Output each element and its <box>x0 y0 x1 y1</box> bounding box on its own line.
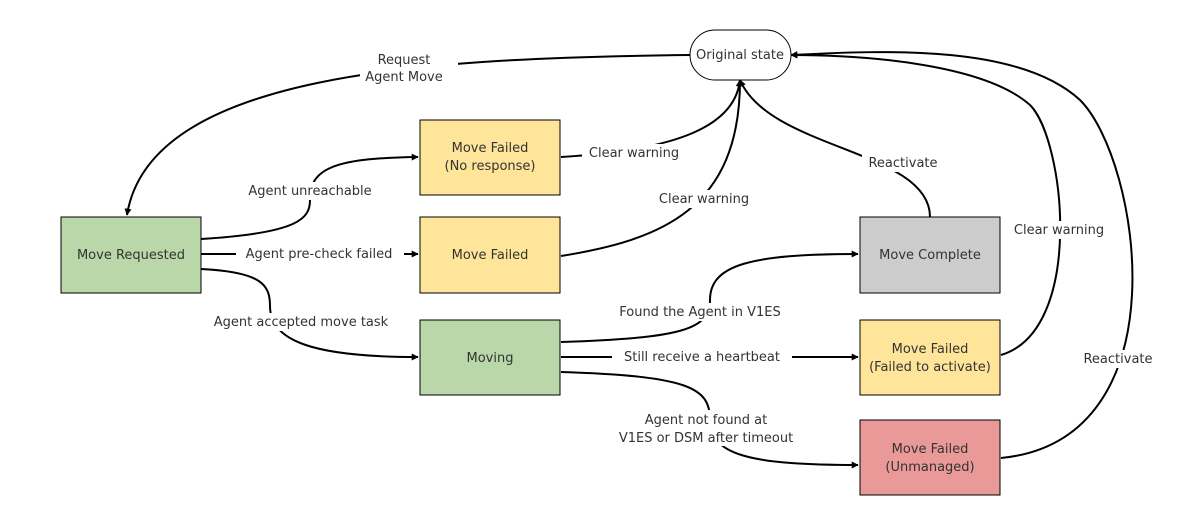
node-move-requested[interactable]: Move Requested <box>60 216 202 294</box>
edge-label-reactivate-unmanaged: Reactivate <box>1077 350 1159 368</box>
edge-label-still-heartbeat: Still receive a heartbeat <box>612 348 792 366</box>
node-label: (Unmanaged) <box>885 460 974 475</box>
edge-request-agent-move <box>124 54 691 216</box>
node-box <box>689 29 792 81</box>
edge-clear-warning-failed <box>560 79 744 257</box>
edge-label-line: Agent Move <box>365 70 442 85</box>
edge-label-agent-precheck-failed: Agent pre-check failed <box>236 245 404 263</box>
node-box <box>60 216 202 294</box>
edge-label-clear-warning-noresp: Clear warning <box>582 144 686 162</box>
edge-label-agent-unreachable: Agent unreachable <box>240 182 382 200</box>
edge-label-line: Request <box>378 53 431 68</box>
node-label: Move Failed <box>892 442 969 457</box>
node-box <box>419 216 561 294</box>
edge-label-line: Clear warning <box>1014 223 1104 238</box>
edge-label-line: Agent pre-check failed <box>246 247 393 262</box>
edge-label-line: Found the Agent in V1ES <box>619 305 781 320</box>
node-label: Move Failed <box>892 342 969 357</box>
node-move-failed[interactable]: Move Failed <box>419 216 561 294</box>
node-move-complete[interactable]: Move Complete <box>859 216 1001 294</box>
edge-label-found-agent: Found the Agent in V1ES <box>616 303 784 321</box>
node-label: (Failed to activate) <box>869 360 991 375</box>
node-label: Moving <box>467 351 514 366</box>
node-label: (No response) <box>445 159 536 174</box>
edge-reactivate-unmanaged <box>790 51 1134 459</box>
edge-reactivate-complete <box>739 79 931 218</box>
node-box <box>859 419 1001 496</box>
edge-label-line: Clear warning <box>659 192 749 207</box>
edge-found-agent <box>560 250 859 343</box>
node-move-failed-unmanaged[interactable]: Move Failed (Unmanaged) <box>859 419 1001 496</box>
node-box <box>419 319 561 396</box>
edge-label-reactivate-complete: Reactivate <box>862 154 944 172</box>
nodes: Original state Move Requested Move Faile… <box>60 29 1001 496</box>
edge-label-line: Clear warning <box>589 146 679 161</box>
node-original-state[interactable]: Original state <box>689 29 792 81</box>
node-box <box>859 216 1001 294</box>
edge-label-line: Agent accepted move task <box>214 315 389 330</box>
edge-label-line: V1ES or DSM after timeout <box>619 431 793 446</box>
node-label: Move Complete <box>879 248 981 263</box>
node-box <box>859 319 1001 396</box>
edge-label-request-agent-move: Request Agent Move <box>360 51 458 85</box>
node-label: Original state <box>696 48 784 63</box>
edge-label-line: Agent not found at <box>645 413 768 428</box>
node-box <box>419 119 561 196</box>
edge-label-line: Reactivate <box>868 156 937 171</box>
edge-label-clear-warning-activate: Clear warning <box>1006 221 1112 239</box>
edge-label-line: Agent unreachable <box>248 184 371 199</box>
node-move-failed-to-activate[interactable]: Move Failed (Failed to activate) <box>859 319 1001 396</box>
edge-label-agent-not-found: Agent not found at V1ES or DSM after tim… <box>602 410 812 446</box>
edge-clear-warning-activate <box>790 51 1062 356</box>
edge-label-line: Still receive a heartbeat <box>624 350 780 365</box>
edge-label-clear-warning-failed: Clear warning <box>652 190 756 208</box>
node-label: Move Requested <box>77 248 185 263</box>
node-label: Move Failed <box>452 141 529 156</box>
edge-labels: Request Agent Move Agent unreachable Age… <box>200 51 1159 446</box>
node-moving[interactable]: Moving <box>419 319 561 396</box>
edge-label-agent-accepted: Agent accepted move task <box>200 313 402 331</box>
node-label: Move Failed <box>452 248 529 263</box>
edge-label-line: Reactivate <box>1083 352 1152 367</box>
node-move-failed-no-response[interactable]: Move Failed (No response) <box>419 119 561 196</box>
